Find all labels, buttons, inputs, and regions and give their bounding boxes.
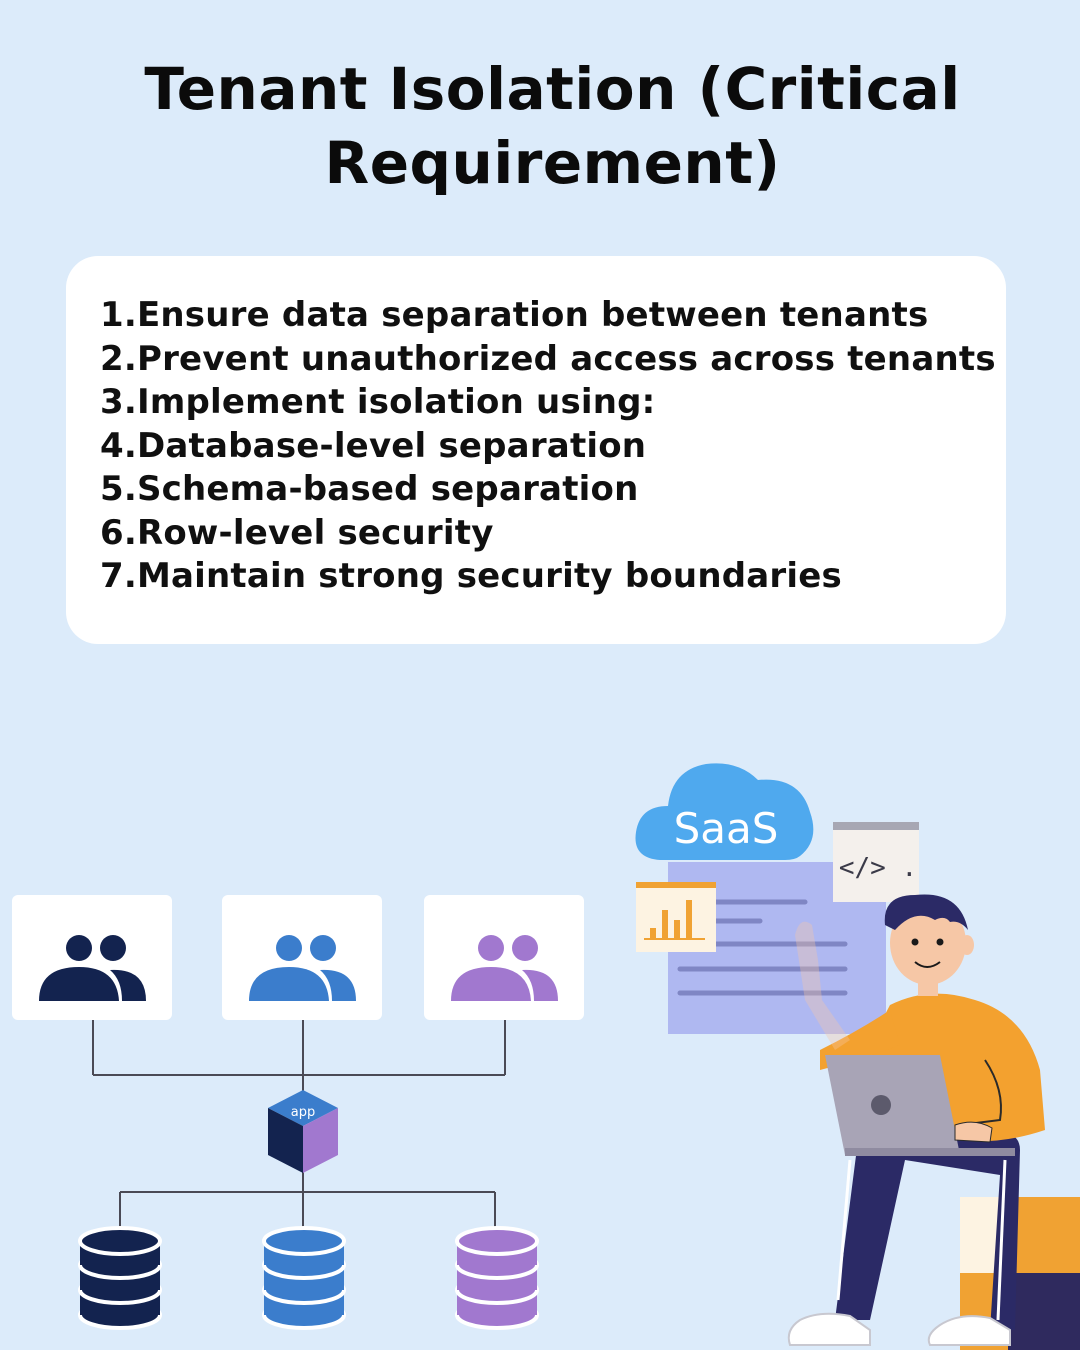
- list-item: 6.Row-level security: [100, 512, 494, 553]
- list-item: 7.Maintain strong security boundaries: [100, 556, 842, 596]
- users-icon: [451, 935, 558, 1001]
- code-label: </> .: [839, 853, 917, 883]
- requirements-card: 1.Ensure data separation between tenants…: [66, 256, 1006, 644]
- tenant-architecture-diagram: app: [12, 895, 584, 1330]
- page-title: Tenant Isolation (Critical Requirement): [144, 55, 961, 197]
- users-icon: [249, 935, 356, 1001]
- connector-lines: [92, 1020, 506, 1228]
- tenant-card: [424, 895, 584, 1020]
- users-icon: [39, 935, 146, 1001]
- list-item: 1.Ensure data separation between tenants: [100, 295, 929, 335]
- list-item: 3.Implement isolation using:: [100, 382, 656, 422]
- cloud-icon: SaaS: [635, 763, 814, 860]
- list-item: 2.Prevent unauthorized access across ten…: [100, 338, 996, 379]
- database-icon: [78, 1226, 162, 1330]
- database-icon: [262, 1226, 346, 1330]
- app-cube-icon: app: [268, 1090, 338, 1173]
- tenant-card: [222, 895, 382, 1020]
- code-card-icon: </> .: [833, 822, 919, 902]
- list-item: 4.Database-level separation: [100, 425, 647, 466]
- tenant-card: [12, 895, 172, 1020]
- database-icon: [455, 1226, 539, 1330]
- list-item: 5.Schema-based separation: [100, 469, 639, 509]
- saas-label: SaaS: [674, 804, 779, 853]
- requirements-list: 1.Ensure data separation between tenants…: [100, 294, 996, 599]
- decor-blocks: [960, 1197, 1080, 1350]
- chart-card-icon: [636, 882, 716, 952]
- person-figure: [787, 894, 1045, 1346]
- laptop-icon: [825, 1055, 1015, 1156]
- saas-illustration: SaaS </> .: [635, 763, 1080, 1350]
- app-label: app: [291, 1105, 315, 1120]
